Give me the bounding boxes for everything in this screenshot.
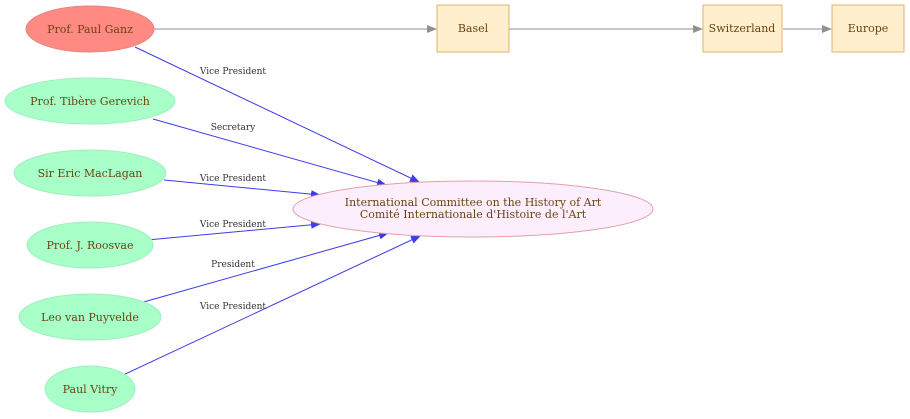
edge-puyvelde-committee	[139, 231, 389, 304]
place-name-switzerland: Switzerland	[709, 22, 776, 35]
edge-maclagan-committee	[163, 179, 321, 199]
place-name-basel: Basel	[458, 22, 489, 35]
person-name-vitry: Paul Vitry	[63, 383, 119, 396]
organization-name-fr: Comité Internationale d'Histoire de l'Ar…	[360, 208, 587, 221]
edge-vitry-committee	[120, 235, 421, 377]
person-node-ganz[interactable]: Prof. Paul Ganz	[25, 5, 155, 53]
edge-label-roosvae-role: Vice President	[199, 220, 267, 230]
person-node-gerevich[interactable]: Prof. Tibère Gerevich	[4, 77, 176, 125]
edge-label-vitry-role: Vice President	[199, 302, 267, 312]
person-node-puyvelde[interactable]: Leo van Puyvelde	[18, 293, 162, 341]
person-node-vitry[interactable]: Paul Vitry	[44, 365, 136, 413]
person-name-ganz: Prof. Paul Ganz	[47, 23, 133, 36]
place-node-switzerland[interactable]: Switzerland	[702, 4, 783, 53]
edge-label-puyvelde-role: President	[211, 260, 255, 270]
person-node-maclagan[interactable]: Sir Eric MacLagan	[13, 149, 167, 197]
edge-label-ganz-role: Vice President	[199, 67, 267, 77]
organization-node[interactable]: International Committee on the History o…	[292, 180, 654, 238]
role-edges	[120, 46, 421, 377]
place-name-europe: Europe	[848, 22, 889, 35]
role-edge-labels: Vice President Secretary Vice President …	[199, 67, 267, 312]
person-name-puyvelde: Leo van Puyvelde	[41, 311, 139, 324]
edge-label-maclagan-role: Vice President	[199, 174, 267, 184]
place-node-basel[interactable]: Basel	[436, 4, 510, 53]
edge-gerevich-committee	[152, 118, 387, 187]
person-name-maclagan: Sir Eric MacLagan	[38, 167, 143, 180]
person-name-gerevich: Prof. Tibère Gerevich	[30, 95, 150, 108]
edge-ganz-committee	[134, 46, 420, 183]
edge-roosvae-committee	[146, 220, 321, 241]
place-node-europe[interactable]: Europe	[831, 4, 905, 53]
edge-label-gerevich-role: Secretary	[211, 123, 256, 133]
person-node-roosvae[interactable]: Prof. J. Roosvae	[26, 221, 154, 269]
person-name-roosvae: Prof. J. Roosvae	[47, 239, 134, 252]
organization-name-en: International Committee on the History o…	[345, 196, 602, 209]
